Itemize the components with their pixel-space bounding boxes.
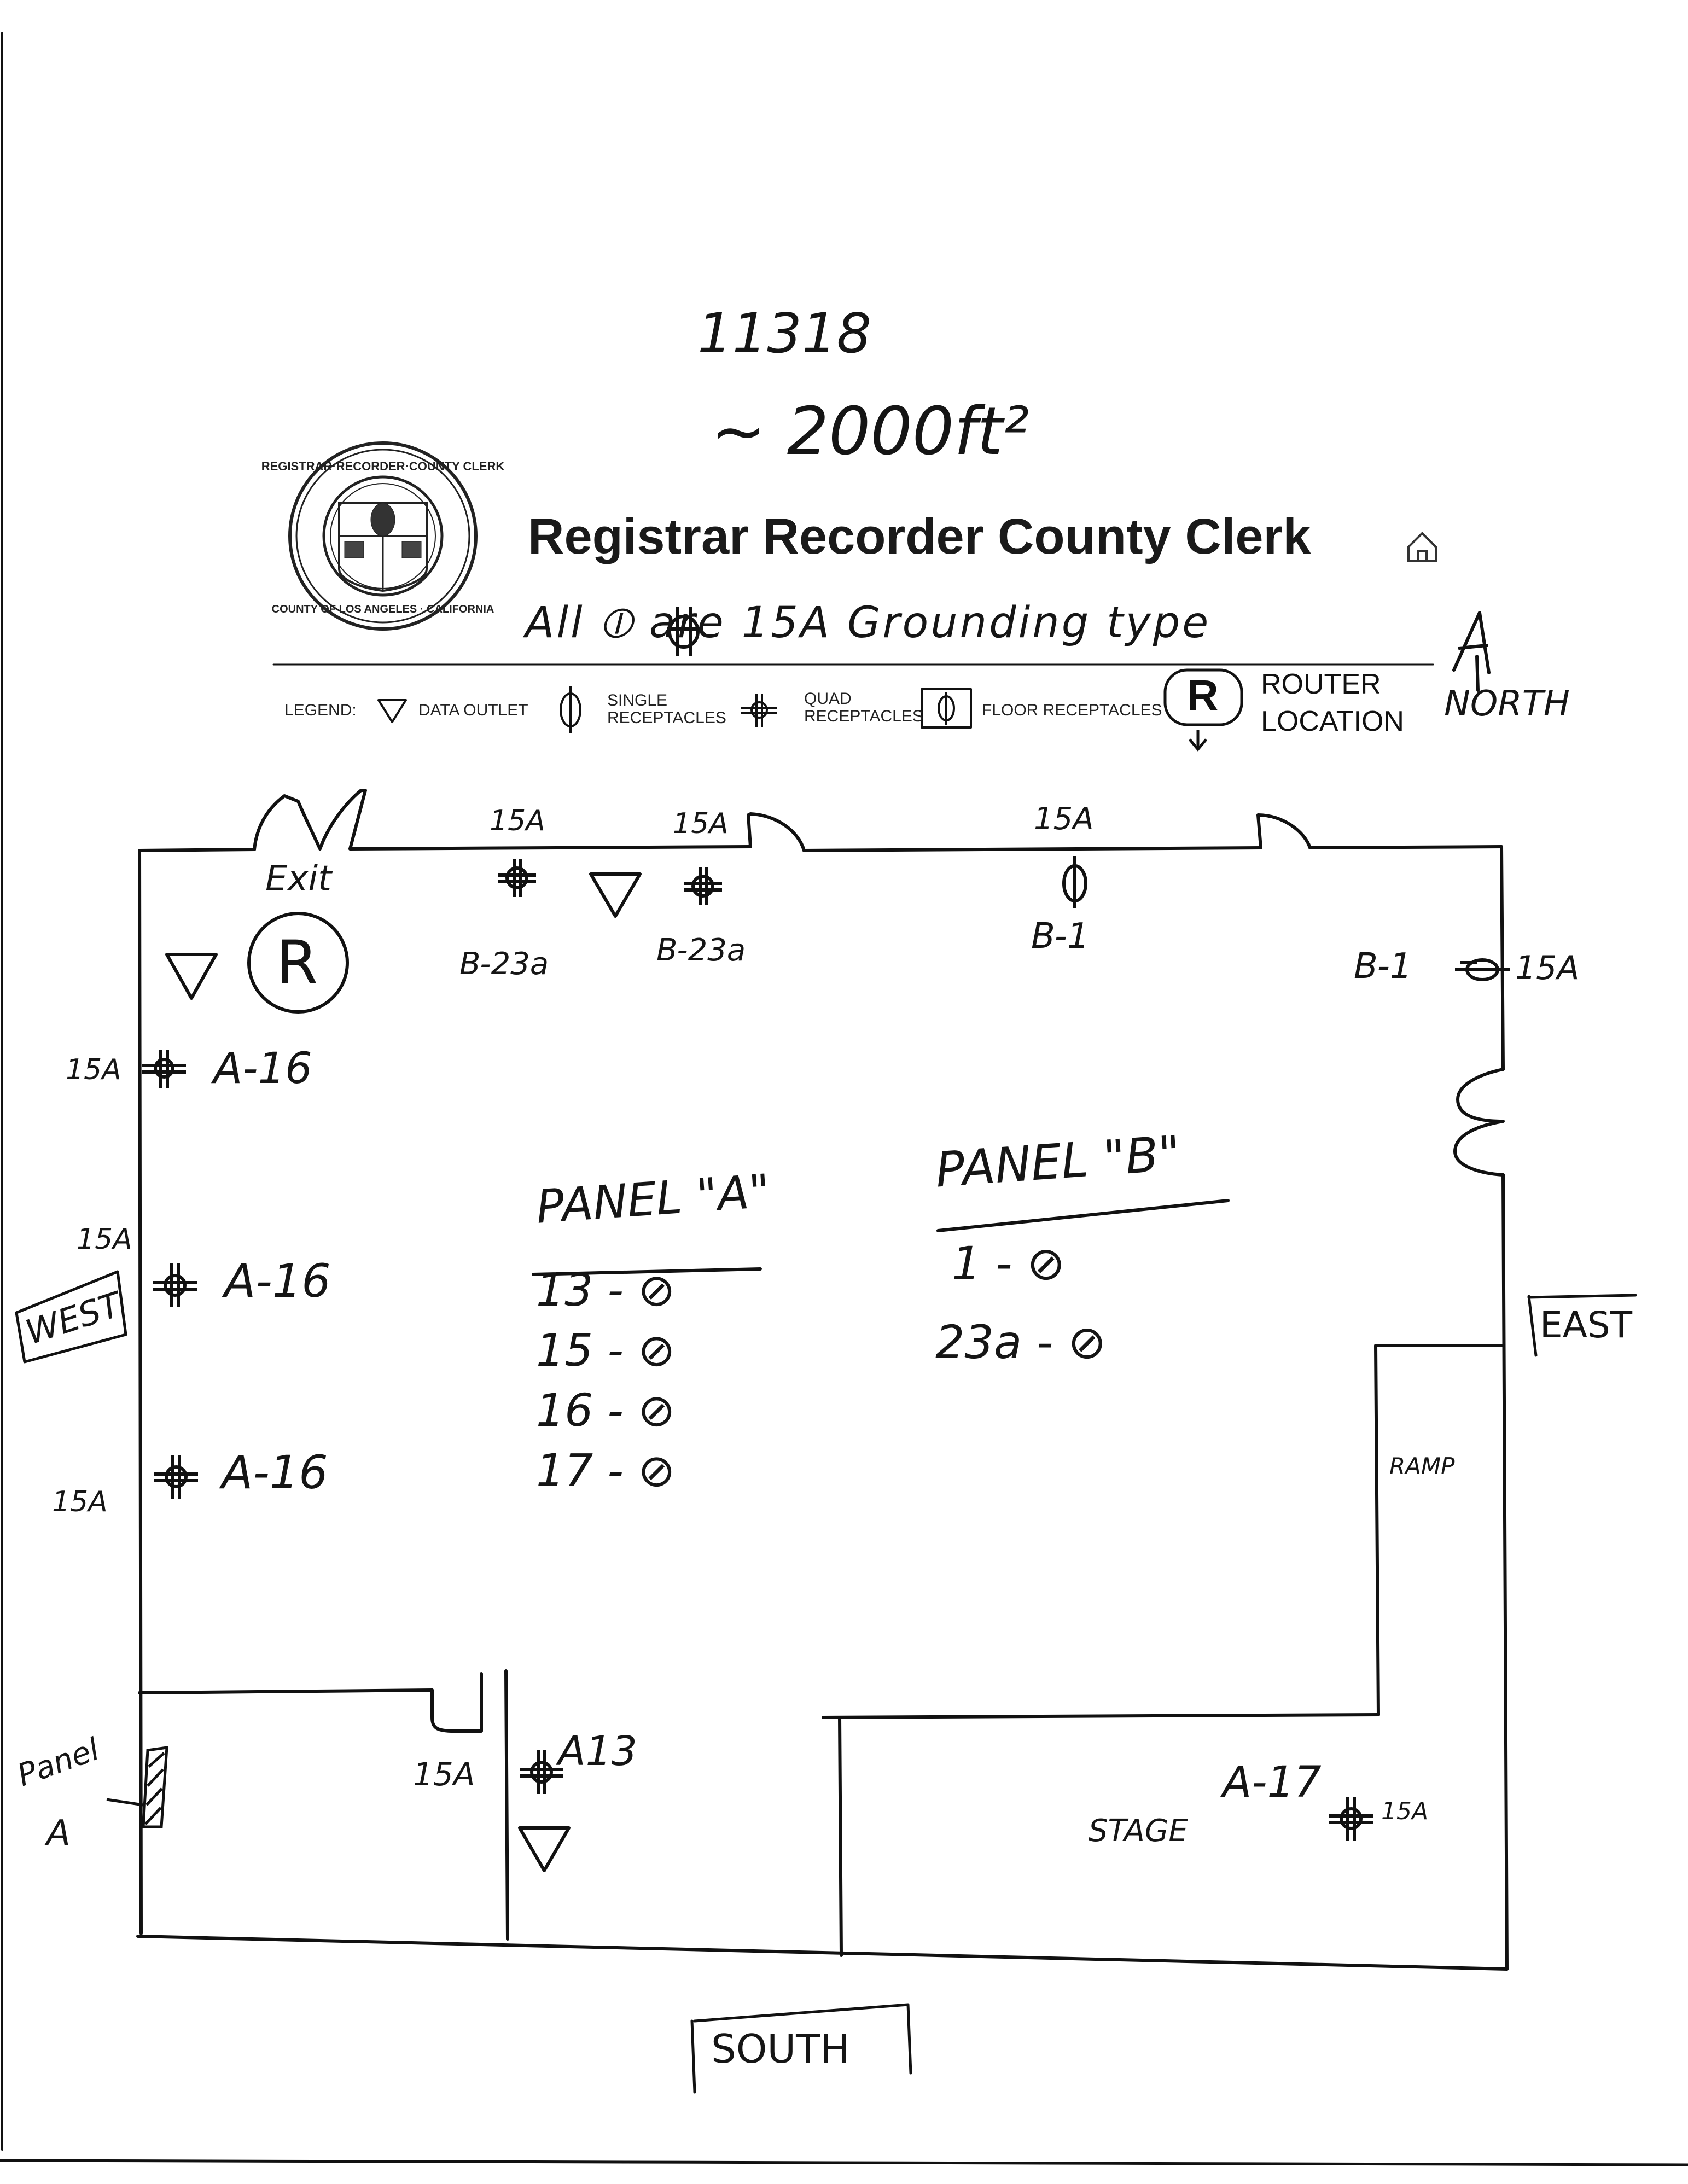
quad-receptacle-icon [142,1050,186,1088]
quad-receptacle-icon [498,859,536,897]
panel-a-row: 17 - ⊘ [536,1445,676,1497]
home-icon [1407,532,1437,562]
room-wall-right [504,1669,509,1941]
grounding-note: All ⦶ are 15A Grounding type [525,598,1211,648]
county-seal-logo [288,441,478,631]
legend-box [921,688,972,729]
outlet-circuit: B-1 [1031,916,1090,957]
outlet-amp: 15A [66,1053,121,1086]
panel-a-box [106,1746,168,1828]
scan-edge-bottom [0,2159,1688,2166]
outlet-amp: 15A [490,805,545,837]
north-door-1 [747,812,806,852]
panel-b-row: 1 - ⊘ [952,1237,1066,1290]
quad-receptacle-icon [520,1750,563,1794]
outlet-amp: 15A [413,1756,475,1793]
data-outlet-icon [589,872,642,918]
floor-receptacle-icon [938,692,955,725]
panel-b-title: PANEL "B" [933,1125,1183,1198]
legend-quad-receptacles: QUAD RECEPTACLES [804,690,923,725]
stage-label: STAGE [1089,1813,1188,1849]
room-door-swing [430,1672,483,1733]
panel-b-schedule: PANEL "B" 1 - ⊘ 23a - ⊘ [934,1125,1183,1369]
router-location-label: R [276,928,318,998]
single-receptacle-icon [1062,856,1087,908]
outlet-amp: 15A [52,1486,108,1518]
panel-b-row: 23a - ⊘ [935,1315,1107,1369]
panel-a-row: 16 - ⊘ [536,1385,676,1437]
west-box [15,1270,127,1364]
quad-receptacle-icon [153,1263,197,1307]
panel-b-rule [936,1199,1230,1232]
area-note: ~ 2000ft² [711,394,1029,470]
single-receptacle-icon [560,686,581,733]
panel-a-location-letter: A [46,1813,71,1854]
panel-a-row: 13 - ⊘ [536,1265,676,1317]
outlet-circuit: B-23a [656,933,746,968]
router-circle [247,912,349,1014]
outlet-circuit: A-16 [213,1044,312,1093]
outlet-amp: 15A [1381,1797,1429,1825]
north-arrow-icon [1452,611,1491,692]
outlet-circuit: B-1 [1354,946,1412,987]
east-bump [1453,1068,1505,1177]
legend-router-line1: ROUTER [1261,668,1381,700]
seal-lettering: REGISTRAR·RECORDER·COUNTY CLERK [261,459,505,473]
outlet-circuit: B-23a [459,946,549,982]
east-label: EAST [1540,1304,1633,1346]
receptacle-note-icon [667,607,700,656]
legend-data-outlet: DATA OUTLET [418,701,528,719]
outlet-circuit: A-17 [1223,1758,1322,1807]
router-icon [1163,668,1243,752]
north-label: NORTH [1444,684,1570,724]
legend-router-line2: LOCATION [1261,706,1404,737]
org-title: Registrar Recorder County Clerk [528,509,1311,564]
room-wall-top [138,1688,434,1694]
ramp-label: RAMP [1389,1453,1455,1480]
outlet-circuit: A-16 [224,1254,331,1308]
panel-a-title: PANEL "A" [534,1164,772,1234]
outlet-amp: 15A [1515,949,1580,987]
panel-a-schedule: PANEL "A" 13 - ⊘ 15 - ⊘ 16 - ⊘ 17 - ⊘ [534,1164,772,1497]
legend-floor-receptacles: FLOOR RECEPTACLES [982,701,1162,719]
south-wall [136,1935,1509,1971]
ramp-wall [1374,1344,1505,1716]
north-wall [138,845,1503,852]
east-box [1527,1294,1637,1357]
seal-lettering: COUNTY OF LOS ANGELES · CALIFORNIA [272,603,494,615]
south-label: SOUTH [711,2026,850,2072]
west-wall [138,849,143,1935]
legend-single-receptacles: SINGLE RECEPTACLES [607,691,726,727]
legend-label: LEGEND: [284,701,357,719]
data-outlet-icon [165,953,218,1000]
exit-door [253,789,367,851]
east-wall [1500,845,1509,1971]
outlet-amp: 15A [77,1223,132,1256]
outlet-amp: 15A [1034,801,1094,837]
exit-label: Exit [265,859,332,899]
south-box [690,2003,912,2094]
single-receptacle-icon [1455,958,1510,981]
outlet-circuit: A13 [558,1728,637,1775]
data-outlet-icon [518,1826,571,1872]
router-legend-glyph: R [1187,671,1219,720]
panel-a-row: 15 - ⊘ [536,1325,676,1377]
outlet-circuit: A-16 [222,1446,328,1499]
outlet-amp: 15A [673,807,729,840]
north-door-2 [1256,813,1312,849]
quad-receptacle-icon [154,1455,198,1499]
data-outlet-icon [377,699,407,723]
quad-receptacle-icon [1329,1797,1373,1841]
quad-receptacle-icon [684,867,722,905]
quad-receptacle-icon [741,694,777,727]
stage-wall [822,1713,1380,1957]
panel-a-rule [532,1267,762,1276]
ticket-number: 11318 [697,301,872,365]
